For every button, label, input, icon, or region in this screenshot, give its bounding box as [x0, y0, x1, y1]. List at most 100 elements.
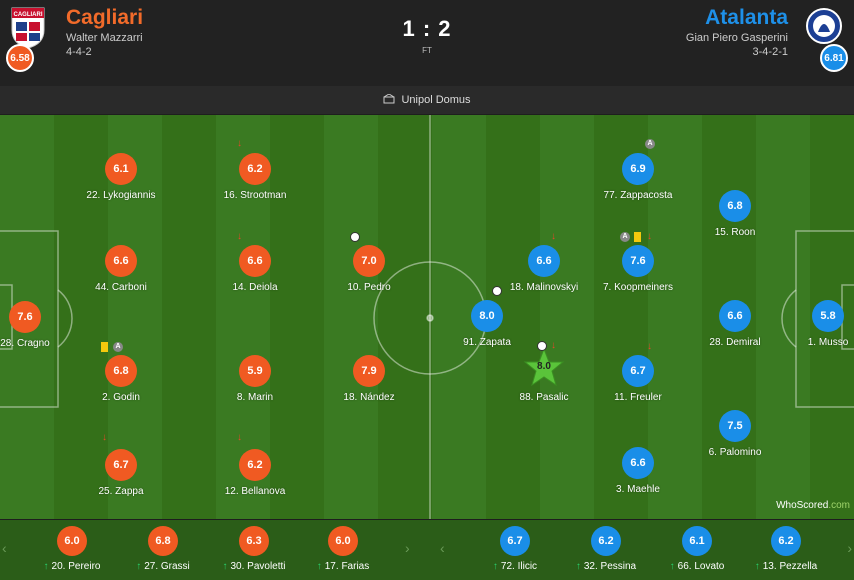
player-card[interactable]: 6.8 2. Godin — [66, 355, 176, 403]
player-rating: 6.7 — [622, 355, 654, 387]
sub-name: Pereiro — [68, 561, 101, 572]
player-card[interactable]: 6.7 11. Freuler — [583, 355, 693, 403]
chevron-right-icon[interactable]: › — [405, 540, 410, 556]
player-card[interactable]: 7.6 7. Koopmeiners — [583, 245, 693, 293]
sub-number: 27 — [144, 561, 156, 572]
subbed-on-icon: ↑ — [136, 561, 142, 572]
yellow-card-icon — [634, 232, 641, 242]
match-score: 1 : 2 — [402, 16, 452, 41]
player-name: Bellanova — [241, 486, 286, 497]
sub-card[interactable]: 6.1 ↑66. Lovato — [652, 526, 742, 572]
player-card[interactable]: 6.8 15. Roon — [680, 190, 790, 238]
watermark-suffix: .com — [828, 500, 850, 511]
player-number: 8 — [236, 392, 243, 403]
player-name: Maehle — [627, 484, 660, 495]
home-team-name[interactable]: Cagliari — [66, 6, 144, 29]
chevron-left-icon[interactable]: ‹ — [440, 540, 445, 556]
away-team-name[interactable]: Atalanta — [705, 6, 788, 29]
player-number: 7 — [602, 282, 609, 293]
player-card[interactable]: 7.5 6. Palomino — [680, 410, 790, 458]
player-card[interactable]: 7.9 18. Nández — [314, 355, 424, 403]
player-name: Malinovskyi — [526, 282, 579, 293]
sub-card[interactable]: 6.2 ↑13. Pezzella — [741, 526, 831, 572]
player-card[interactable]: 6.2 12. Bellanova — [200, 449, 310, 497]
player-card[interactable]: 5.9 8. Marin — [200, 355, 310, 403]
player-card[interactable]: 6.6 14. Deiola — [200, 245, 310, 293]
player-rating: 6.6 — [528, 245, 560, 277]
player-card[interactable]: 6.6 3. Maehle — [583, 447, 693, 495]
player-number: 91 — [463, 337, 475, 348]
player-rating: 7.6 — [622, 245, 654, 277]
venue-bar: Unipol Domus — [0, 86, 854, 114]
sub-card[interactable]: 6.0 ↑20. Pereiro — [27, 526, 117, 572]
away-team-rating: 6.81 — [820, 44, 848, 72]
assist-icon: A — [620, 232, 630, 242]
player-name: Koopmeiners — [614, 282, 674, 293]
subbed-on-icon: ↑ — [222, 561, 228, 572]
sub-card[interactable]: 6.8 ↑27. Grassi — [118, 526, 208, 572]
player-rating: 7.9 — [353, 355, 385, 387]
player-card[interactable]: 5.8 1. Musso — [773, 300, 854, 348]
player-name: Carboni — [111, 282, 147, 293]
chevron-left-icon[interactable]: ‹ — [2, 540, 7, 556]
watermark-text: WhoScored — [776, 500, 829, 511]
subbed-off-icon: ↓ — [647, 341, 652, 352]
player-card[interactable]: 6.9 77. Zappacosta — [583, 153, 693, 201]
away-formation: 3-4-2-1 — [752, 46, 788, 58]
player-number: 3 — [616, 484, 622, 495]
subbed-off-icon: ↓ — [237, 231, 242, 242]
sub-card[interactable]: 6.7 ↑72. Ilicic — [470, 526, 560, 572]
player-card[interactable]: 6.6 18. Malinovskyi — [489, 245, 599, 293]
player-card[interactable]: 8.0 91. Zapata — [432, 300, 542, 348]
sub-number: 30 — [230, 561, 242, 572]
player-number: 14 — [232, 282, 244, 293]
sub-rating: 6.8 — [148, 526, 178, 556]
sub-number: 17 — [324, 561, 336, 572]
sub-number: 20 — [51, 561, 63, 572]
sub-rating: 6.0 — [328, 526, 358, 556]
sub-name: Pavoletti — [247, 561, 286, 572]
player-card[interactable]: 6.1 22. Lykogiannis — [66, 153, 176, 201]
sub-rating: 6.3 — [239, 526, 269, 556]
player-name: Zapata — [479, 337, 511, 348]
sub-card[interactable]: 6.2 ↑32. Pessina — [561, 526, 651, 572]
player-card[interactable]: 6.2 16. Strootman — [200, 153, 310, 201]
player-card[interactable]: 7.6 28. Cragno — [0, 301, 80, 349]
player-card[interactable]: 7.0 10. Pedro — [314, 245, 424, 293]
subbed-on-icon: ↑ — [492, 561, 498, 572]
player-name: Musso — [818, 337, 849, 348]
player-rating: 5.9 — [239, 355, 271, 387]
player-number: 88 — [519, 392, 531, 403]
home-coach: Walter Mazzarri — [66, 32, 143, 44]
player-number: 1 — [807, 337, 814, 348]
assist-icon: A — [113, 342, 123, 352]
player-name: Nández — [360, 392, 395, 403]
player-rating: 6.9 — [622, 153, 654, 185]
subbed-off-icon: ↓ — [237, 138, 242, 149]
player-rating: 6.6 — [239, 245, 271, 277]
player-number: 2 — [102, 392, 108, 403]
away-coach: Gian Piero Gasperini — [685, 32, 788, 44]
player-rating: 7.0 — [353, 245, 385, 277]
sub-name: Pezzella — [779, 561, 818, 572]
player-number: 28 — [0, 338, 12, 349]
player-card[interactable]: 8.0 88. Pasalic — [489, 347, 599, 403]
subbed-off-icon: ↓ — [647, 231, 652, 242]
sub-rating: 6.2 — [591, 526, 621, 556]
player-rating: 5.8 — [812, 300, 844, 332]
player-number: 22 — [86, 190, 98, 201]
player-name: Demiral — [726, 337, 761, 348]
player-number: 6 — [708, 447, 715, 458]
chevron-right-icon[interactable]: › — [847, 540, 852, 556]
sub-name: Grassi — [160, 561, 190, 572]
player-number: 15 — [714, 227, 726, 238]
player-number: 77 — [603, 190, 615, 201]
sub-card[interactable]: 6.0 ↑17. Farias — [298, 526, 388, 572]
sub-card[interactable]: 6.3 ↑30. Pavoletti — [209, 526, 299, 572]
subbed-off-icon: ↓ — [237, 432, 242, 443]
player-card[interactable]: 6.6 28. Demiral — [680, 300, 790, 348]
player-card[interactable]: 6.7 25. Zappa — [66, 449, 176, 497]
player-rating: 7.6 — [9, 301, 41, 333]
player-card[interactable]: 6.6 44. Carboni — [66, 245, 176, 293]
player-name: Pedro — [364, 282, 391, 293]
